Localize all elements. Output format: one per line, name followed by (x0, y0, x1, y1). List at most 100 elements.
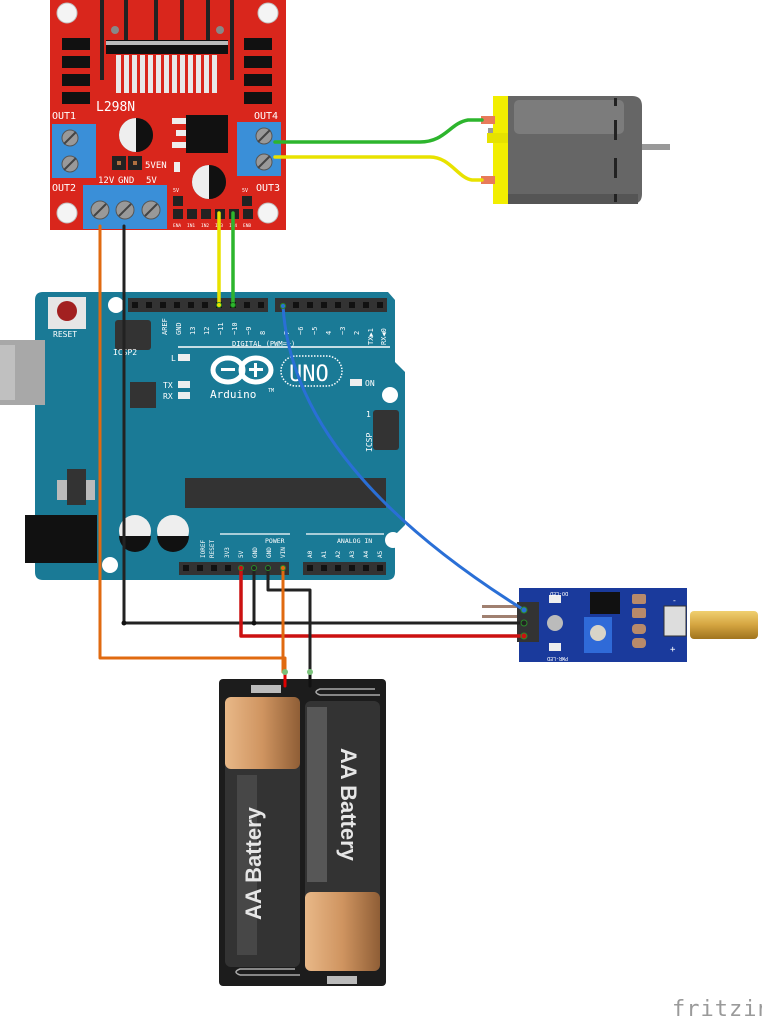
mounting-hole (56, 2, 78, 24)
do-led-label: DO-LED (550, 590, 568, 596)
12v-label: 12V (98, 176, 115, 186)
wire-12v-battery[interactable] (98, 224, 287, 674)
pin-a2: A2 (335, 550, 342, 558)
plus-label: + (670, 645, 676, 655)
mounting-hole (102, 557, 118, 573)
pin-aref: AREF (161, 318, 169, 335)
led-rx-label: RX (163, 392, 173, 401)
pin-gnd-1: GND (252, 547, 259, 558)
power-jack (25, 515, 97, 563)
pin-gnd-2: GND (266, 547, 273, 558)
voltage-regulator (172, 115, 228, 153)
pin-3: ~3 (339, 327, 347, 335)
motor-shaft-back (488, 128, 494, 136)
pin-12: 12 (203, 327, 211, 335)
pin-5: ~5 (311, 327, 319, 335)
capacitor (157, 515, 189, 552)
diodes-right (244, 38, 272, 104)
atmega-chip (185, 478, 386, 508)
do-led (549, 595, 561, 603)
diodes-left (62, 38, 90, 104)
led-on (350, 379, 362, 386)
battery-label-left: AA Battery (241, 806, 266, 920)
pin-8: 8 (259, 331, 267, 335)
power-section-label: POWER (265, 537, 285, 545)
battery-spring (235, 968, 300, 976)
motor-cap-tab (487, 133, 513, 143)
fritzing-logo: fritzing (672, 997, 762, 1022)
icsp-label: ICSP (365, 433, 374, 452)
icsp-header[interactable] (373, 410, 399, 450)
5ven-jumper[interactable] (112, 156, 142, 170)
digital-header-low[interactable] (275, 298, 387, 312)
pin-a3: A3 (349, 550, 356, 558)
chip-label: L298N (96, 100, 135, 115)
pin-10: ~10 (231, 322, 239, 335)
wire-5v-sensor[interactable] (239, 566, 526, 638)
arduino-brand: Arduino (210, 388, 256, 401)
pin-3v3: 3V3 (224, 547, 231, 558)
pin-vin: VIN (280, 547, 287, 558)
uno-badge (280, 355, 343, 387)
pwr-led-label: PWR-LED (547, 655, 568, 661)
out4-label: OUT4 (254, 111, 278, 122)
pin-rx0: RX◀0 (380, 328, 388, 345)
battery-contact (251, 685, 281, 693)
led-tx-label: TX (163, 381, 173, 390)
battery-spring (315, 688, 380, 696)
tilt-sensor-module[interactable]: DO-LED PWR-LED - + (482, 588, 758, 662)
out1-out2-terminal[interactable] (52, 124, 96, 178)
capacitor (192, 165, 226, 199)
out1-label: OUT1 (52, 111, 76, 122)
wire-out3-motor[interactable] (273, 155, 484, 182)
potentiometer-knob[interactable] (590, 625, 606, 641)
pin-a1: A1 (321, 550, 328, 558)
battery-pack[interactable]: AA Battery AA Battery (219, 679, 386, 986)
pin-a0: A0 (307, 550, 314, 558)
motor-terminal-2[interactable] (481, 176, 495, 184)
motor-shadow (508, 194, 638, 204)
motor-shaft (642, 144, 670, 150)
analog-header[interactable] (303, 562, 386, 575)
out3-out4-terminal[interactable] (237, 122, 281, 176)
pin-tx1: TX▶1 (367, 328, 375, 345)
dc-motor[interactable] (481, 96, 670, 204)
pin-a4: A4 (363, 550, 370, 558)
pin-label-ena: ENA (173, 223, 181, 229)
gnd-label: GND (118, 176, 134, 186)
trademark: TM (268, 388, 274, 394)
battery-cell-left (225, 697, 300, 967)
mounting-hole (108, 297, 124, 313)
smd-part (174, 162, 180, 172)
reset-button[interactable] (48, 297, 86, 329)
led-tx (178, 381, 190, 388)
l298n-motor-driver[interactable]: L298N 5VEN OUT1 OUT4 OUT2 (50, 0, 286, 230)
icsp-pin1-label: 1 (366, 410, 371, 419)
tilt-contacts (663, 605, 687, 637)
mounting-hole (56, 202, 78, 224)
usb-chip (130, 382, 156, 408)
motor-terminal-1[interactable] (481, 116, 495, 124)
pin-label-in1: IN1 (187, 223, 195, 229)
out2-label: OUT2 (52, 183, 76, 194)
on-label: ON (365, 379, 375, 388)
power-terminal[interactable] (83, 185, 167, 229)
voltage-regulator (67, 469, 86, 505)
minus-label: - (672, 596, 677, 605)
wire-out4-motor[interactable] (273, 118, 484, 144)
arduino-uno[interactable]: RESET ICSP2 DIGITAL (PWM=~) AREF GND 13 … (0, 292, 405, 580)
icsp2-header[interactable] (115, 320, 151, 350)
5v-label: 5V (146, 176, 157, 186)
wire-d7-sensor[interactable] (281, 304, 526, 612)
5v-pin-label-left: 5V (173, 188, 179, 194)
power-header-pins (183, 565, 383, 571)
tilt-switch-cylinder (690, 611, 758, 639)
pin-13: 13 (189, 327, 197, 335)
heatsink (100, 0, 234, 93)
pin-a5: A5 (377, 550, 384, 558)
power-header[interactable] (179, 562, 289, 575)
pin-11: ~11 (217, 322, 225, 335)
wire-gnd-battery[interactable] (266, 566, 312, 674)
pin-9: ~9 (245, 327, 253, 335)
